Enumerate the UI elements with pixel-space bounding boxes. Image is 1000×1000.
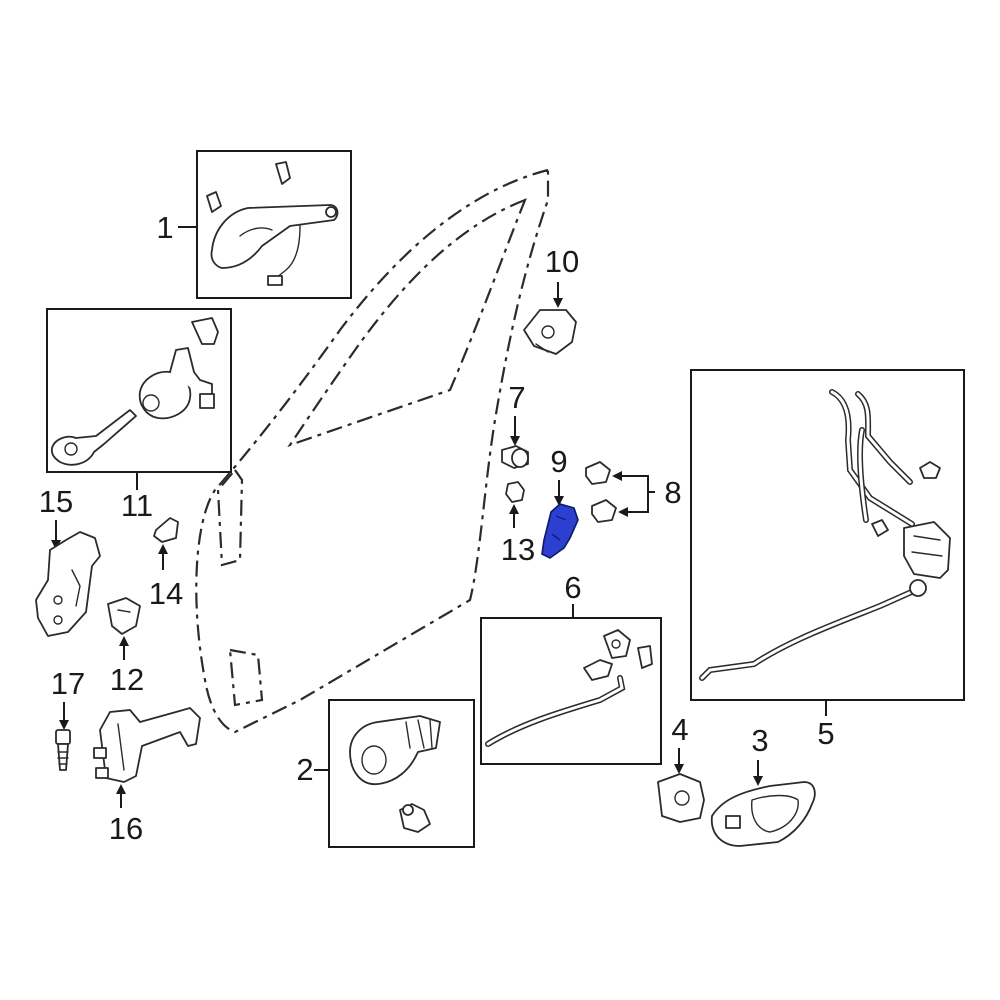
callout-5: 5 [817, 716, 834, 751]
part-14-clip[interactable] [153, 517, 179, 543]
callout-15: 15 [39, 484, 73, 519]
part-16-door-check[interactable] [93, 707, 201, 783]
callout-12: 12 [110, 662, 144, 697]
part-15-bracket[interactable] [35, 531, 101, 637]
part-17-bolt[interactable] [55, 729, 71, 771]
callout-16: 16 [109, 811, 143, 846]
callout-11: 11 [121, 488, 153, 523]
part-12-bracket[interactable] [107, 597, 141, 635]
callout-13: 13 [501, 532, 535, 567]
part-1-outside-handle[interactable] [196, 150, 352, 299]
part-6-rod-assembly[interactable] [480, 617, 662, 765]
callout-7: 7 [508, 380, 525, 415]
part-7-grommet[interactable] [501, 445, 529, 469]
door-outline [195, 168, 550, 734]
callout-4: 4 [671, 712, 688, 747]
callout-2: 2 [296, 752, 313, 787]
part-4-housing[interactable] [657, 773, 705, 823]
part-10-striker[interactable] [523, 309, 577, 355]
callout-3: 3 [751, 723, 768, 758]
callout-8: 8 [664, 475, 681, 510]
part-3-handle-bezel[interactable] [710, 781, 816, 847]
callout-10: 10 [545, 244, 579, 279]
callout-17: 17 [51, 666, 85, 701]
leader-8 [614, 475, 655, 493]
part-9-shape[interactable] [541, 503, 579, 559]
part-8-clips[interactable] [585, 461, 617, 523]
box-part-6 [480, 617, 662, 765]
part-11-key-cylinder[interactable] [46, 308, 232, 473]
callout-14: 14 [149, 576, 183, 611]
callout-1: 1 [156, 210, 173, 245]
part-5-latch-assembly[interactable] [690, 369, 965, 701]
callout-6: 6 [564, 570, 581, 605]
part-13-bumper[interactable] [505, 481, 525, 503]
callout-9: 9 [550, 444, 567, 479]
part-9-highlighted[interactable] [541, 503, 579, 559]
part-2-inside-handle[interactable] [328, 699, 475, 848]
